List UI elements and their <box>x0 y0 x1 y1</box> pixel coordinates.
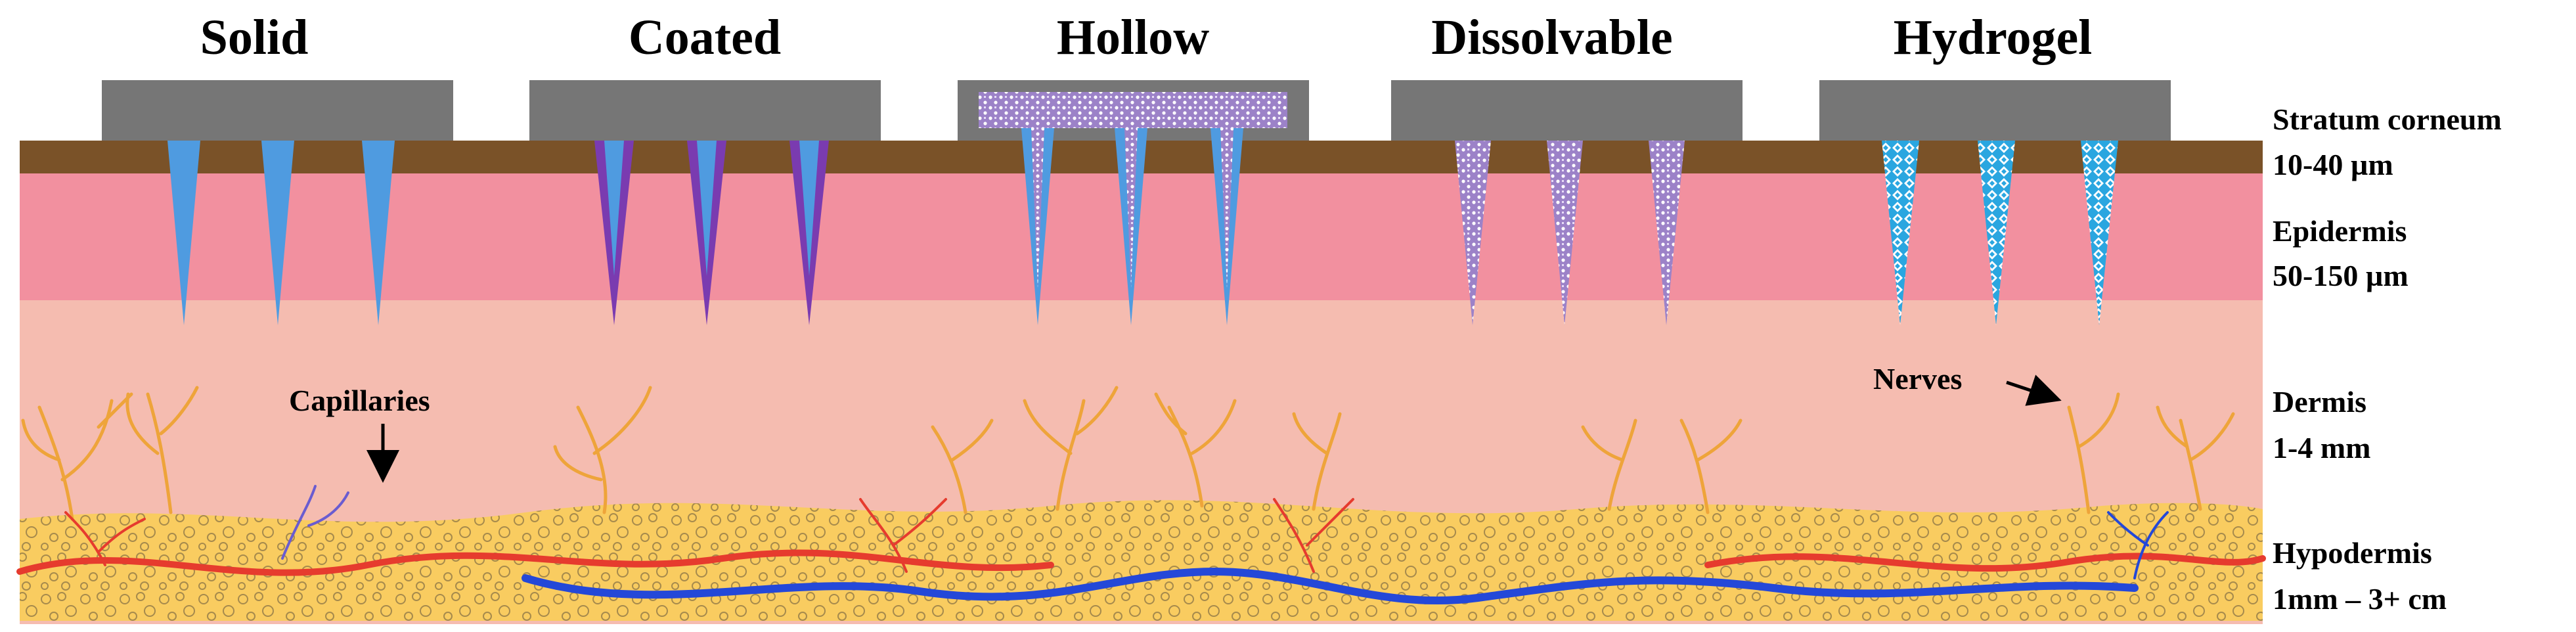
solid-needle <box>261 141 294 325</box>
capillaries-label: Capillaries <box>289 384 430 417</box>
dissolvable-needle <box>1455 141 1491 325</box>
hydrogel-patch-base <box>1819 80 2171 141</box>
dissolvable-needle <box>1649 141 1685 325</box>
needle-type-titles: Solid Coated Hollow Dissolvable Hydrogel <box>200 10 2093 65</box>
solid-title: Solid <box>200 10 309 65</box>
coated-patch-base <box>529 80 881 141</box>
dissolvable-patch-base <box>1391 80 1743 141</box>
hydrogel-needle <box>1978 141 2015 325</box>
vein-main <box>522 567 2139 605</box>
dissolvable-microneedles <box>1455 141 1685 325</box>
nerves-arrow <box>2006 374 2062 406</box>
artery-right <box>1704 553 2266 572</box>
hollow-microneedles <box>1021 128 1243 325</box>
stratum-corneum-thickness: 10-40 µm <box>2273 148 2393 181</box>
coated-needle-core <box>799 141 819 276</box>
epidermis-thickness: 50-150 µm <box>2273 259 2409 292</box>
hollow-needle-lumen <box>1124 128 1138 289</box>
coated-needle-core <box>697 141 717 276</box>
dermis-thickness: 1-4 mm <box>2273 431 2370 464</box>
artery-main <box>16 549 1054 576</box>
capillaries-callout: Capillaries <box>289 384 430 483</box>
hypodermis-thickness: 1mm – 3+ cm <box>2273 582 2447 616</box>
solid-needle <box>167 141 200 325</box>
stratum-corneum-name: Stratum corneum <box>2273 102 2502 136</box>
dissolvable-title: Dissolvable <box>1431 10 1672 65</box>
blood-vessels <box>16 485 2266 605</box>
solid-patch-base <box>102 80 453 141</box>
hydrogel-needle <box>1882 141 1919 325</box>
solid-microneedles <box>167 141 395 325</box>
hollow-needle-lumen <box>1031 128 1044 289</box>
solid-needle <box>362 141 395 325</box>
hydrogel-title: Hydrogel <box>1894 10 2093 65</box>
coated-microneedles <box>594 141 829 325</box>
hypodermis-name: Hypodermis <box>2273 536 2432 570</box>
hydrogel-microneedles <box>1882 141 2118 325</box>
hydrogel-needle <box>2081 141 2118 325</box>
hollow-title: Hollow <box>1057 10 1209 65</box>
layer-labels: Stratum corneum 10-40 µm Epidermis 50-15… <box>2273 102 2502 616</box>
coated-title: Coated <box>629 10 781 65</box>
hollow-needle-lumen <box>1220 128 1233 289</box>
epidermis-name: Epidermis <box>2273 214 2407 248</box>
dissolvable-needle <box>1547 141 1583 325</box>
dermis-name: Dermis <box>2273 385 2366 418</box>
nerves-callout: Nerves <box>1873 362 2062 406</box>
nerve-network <box>21 386 2235 521</box>
hollow-drug-reservoir <box>979 92 1287 128</box>
nerves-label: Nerves <box>1873 362 1962 395</box>
coated-needle-core <box>604 141 624 276</box>
